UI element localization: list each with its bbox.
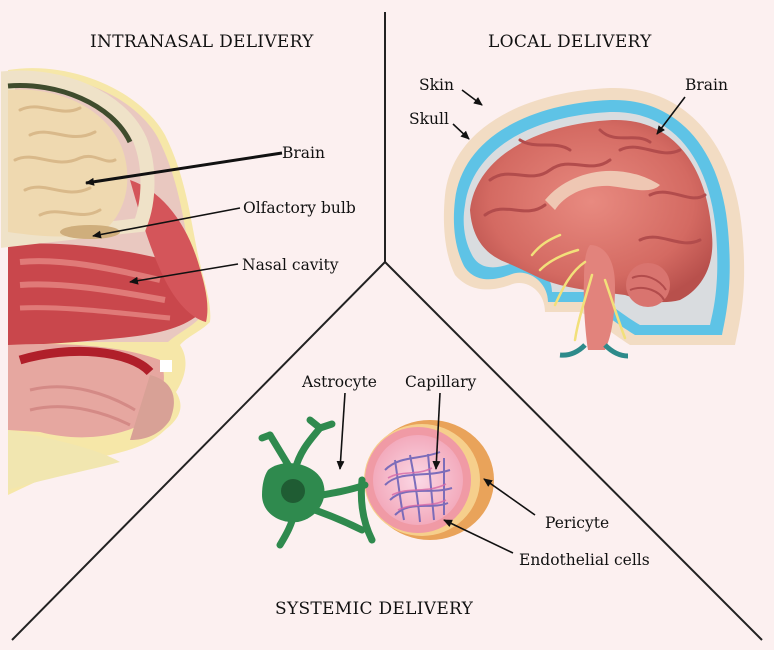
head-sagittal-illustration bbox=[0, 68, 211, 496]
label-pericyte: Pericyte bbox=[545, 514, 609, 532]
annotation-arrows bbox=[85, 89, 686, 554]
label-skull: Skull bbox=[409, 110, 449, 128]
label-astrocyte: Astrocyte bbox=[301, 373, 377, 391]
brain-skull-illustration bbox=[443, 87, 745, 359]
capillary-illustration bbox=[364, 420, 494, 540]
nasal-cavity-tissue bbox=[8, 243, 199, 345]
astrocyte-illustration bbox=[258, 416, 376, 549]
intranasal-title: INTRANASAL DELIVERY bbox=[90, 32, 314, 52]
label-skin: Skin bbox=[419, 76, 454, 94]
label-brain-local: Brain bbox=[685, 76, 728, 94]
section-dividers bbox=[11, 12, 763, 641]
label-olfactory-bulb: Olfactory bulb bbox=[243, 199, 356, 217]
systemic-title: SYSTEMIC DELIVERY bbox=[275, 599, 474, 619]
label-endothelial-cells: Endothelial cells bbox=[519, 551, 650, 569]
local-title: LOCAL DELIVERY bbox=[488, 32, 652, 52]
label-brain-intranasal: Brain bbox=[282, 144, 325, 162]
label-capillary: Capillary bbox=[405, 373, 477, 391]
label-nasal-cavity: Nasal cavity bbox=[242, 256, 339, 274]
